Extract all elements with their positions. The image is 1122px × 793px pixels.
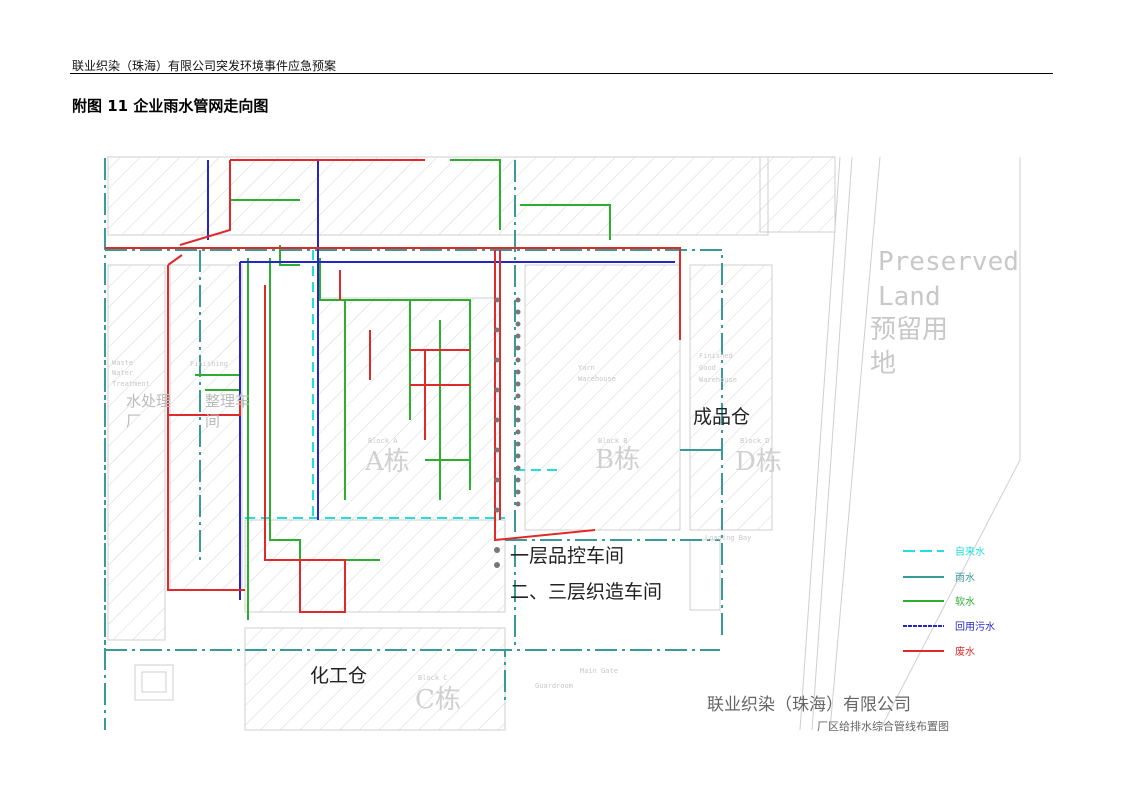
label-yarn-en-2: Warehouse [578,375,616,383]
label-preserved-en-1: Preserved [878,247,1019,277]
building-waste-water-treatment [107,264,166,641]
road-lines [134,156,1021,731]
label-wwt-en-3: Treatment [112,380,150,388]
legend-item-rainwater: 雨水 [903,572,975,584]
page-header: 联业织染（珠海）有限公司突发环境事件应急预案 [72,59,337,73]
label-wwt-cn-1: 水处理 [126,392,171,410]
label-wwt-en-1: Waste [112,359,133,367]
label-finishing-cn-1: 整理车 [205,392,250,410]
legend-label: 回用污水 [955,621,995,633]
label-loading-bay: Loading Bay [705,534,751,542]
header-divider [70,73,1053,74]
label-block-a: Block A [368,437,398,445]
waste-water-pipes [105,159,681,613]
label-finishing-en: Finishing [190,360,228,368]
label-fg-en-1: Finished [699,352,733,360]
label-weaving-workshop: 二、三层织造车间 [510,581,662,603]
building-block-b [524,264,681,531]
label-block-d-cn: D栋 [735,447,782,477]
reuse-sewage-pipes [207,160,675,600]
label-chemical-warehouse: 化工仓 [310,665,367,687]
label-block-c: Block C [418,674,448,682]
label-block-d: Block D [740,437,770,445]
legend-item-reuse-sewage: 回用污水 [903,621,995,633]
legend: 自来水 雨水 软水 回用污水 废水 [903,545,995,658]
label-preserved-en-2: Land [878,282,941,312]
manhole-dots [494,297,521,568]
label-yarn-en-1: Yarn [578,364,595,372]
label-finishing-cn-2: 间 [205,412,220,430]
legend-label: 废水 [955,645,975,658]
figure-title: 附图 11 企业雨水管网走向图 [72,97,269,115]
buildings [107,156,836,731]
label-company-name: 联业织染（珠海）有限公司 [707,695,911,715]
building-top-right [759,156,836,233]
label-main-gate: Main Gate [580,667,618,675]
building-block-d [689,264,773,531]
building-finishing [169,264,243,591]
building-lower-a [244,519,506,613]
legend-label: 软水 [955,595,975,608]
label-fg-en-2: Good [699,364,716,372]
legend-label: 自来水 [955,545,985,558]
legend-item-soft-water: 软水 [903,595,975,608]
label-drawing-name: 厂区给排水综合管线布置图 [817,719,949,733]
legend-item-tap-water: 自来水 [903,545,985,558]
legend-item-waste-water: 废水 [903,645,975,658]
label-qc-workshop: 一层品控车间 [510,545,624,567]
building-block-c [244,627,506,731]
label-block-b: Block B [598,437,628,445]
label-block-a-cn: A栋 [364,447,410,477]
tap-water-pipes [245,250,560,519]
legend-label: 雨水 [955,572,975,584]
label-block-c-cn: C栋 [415,685,461,715]
label-finished-goods-cn: 成品仓 [693,406,750,428]
rainwater-pipes [104,158,723,730]
top-facilities [107,156,769,236]
label-preserved-cn-1: 预留用 [870,315,948,345]
label-block-b-cn: B栋 [595,445,640,475]
label-preserved-cn-2: 地 [870,349,896,379]
label-wwt-cn-2: 厂 [126,412,141,430]
label-fg-en-3: Warehouse [699,376,737,384]
label-wwt-en-2: Water [112,369,133,377]
label-guardroom: Guardroom [535,682,573,690]
